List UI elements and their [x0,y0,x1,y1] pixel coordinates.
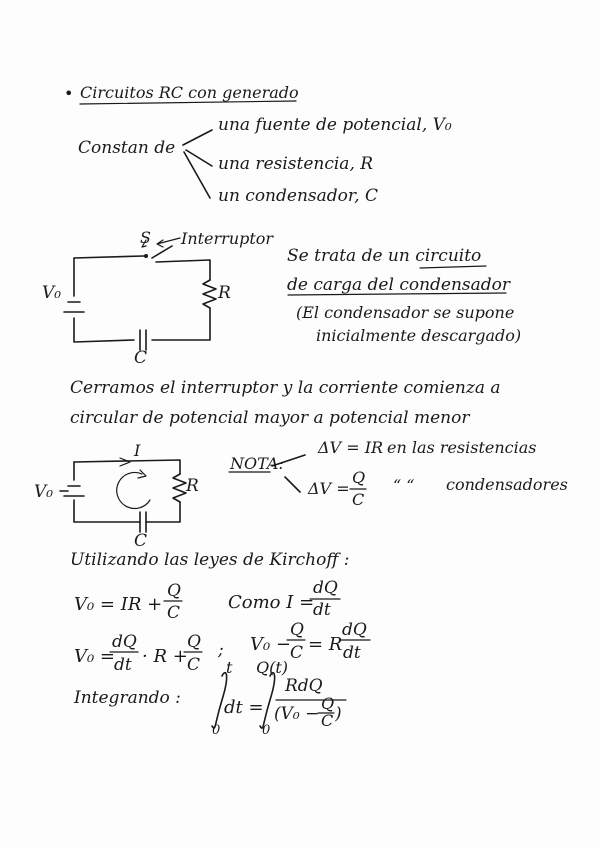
eq3-mid: · R + [142,646,188,667]
switch-arrow-icon [141,239,147,248]
eq4-den2: dt [343,643,361,663]
circuit-2 [59,457,187,533]
current-label: I [134,441,141,460]
paragraph-line-2: circular de potencial mayor a potencial … [70,408,470,428]
intro-item-source: una fuente de potencial, V₀ [218,115,452,135]
resistor-label-1: R [218,283,231,303]
eq2-lhs: Como I = [228,592,315,613]
note-line-1-eq: ΔV = IR [318,438,384,457]
note-fraction-den: C [352,490,365,509]
circuit-1-right-wire [151,307,211,341]
interruptor-arrow-icon [156,237,181,248]
eq4-den1: C [290,643,304,663]
note-brace-bottom [284,476,301,493]
page-title: Circuitos RC con generado [80,83,299,102]
kirchoff-line: Utilizando las leyes de Kirchoff : [70,550,350,570]
eq1-num: Q [167,581,181,601]
circuit-1 [63,237,217,351]
intro-item-resistor: una resistencia, R [218,154,374,174]
note-ditto: “ “ [393,476,415,495]
brace-line-top [182,129,213,146]
integral-den-c: C [321,711,334,730]
eq4-mid: = R [308,634,343,655]
note-fraction-num: Q [352,468,366,487]
intro-item-capacitor: un condensador, C [218,186,378,206]
note-brace-top [271,454,306,467]
brace-line-middle [185,149,213,167]
capacitor-label-2: C [134,531,148,551]
integral-den-close: ) [335,704,342,724]
switch-lever [151,245,173,259]
integral-sign-1-icon [211,671,228,729]
eq1-lhs: V₀ = IR + [74,594,163,615]
description-underline-2 [287,292,507,296]
circuit-1-top-wire-left [73,255,145,259]
paragraph-line-1: Cerramos el interruptor y la corriente c… [70,378,501,398]
resistor-label-2: R [186,476,199,496]
integral-2-lower: 0 [262,723,271,738]
integral-1-upper: t [226,658,233,677]
eq4-lhs: V₀ − [250,634,292,655]
resistor-2-icon [172,473,187,503]
circuit-1-top-wire-right [155,259,211,281]
eq3-lhs: V₀ = [74,646,116,667]
note-line-2-eq: ΔV = [308,479,350,498]
eq2-num: dQ [313,578,338,598]
current-loop-arrowhead-icon [137,469,147,479]
circuit-2-top-wire [73,459,181,475]
eq3-num2: Q [187,632,201,652]
description-line-4: inicialmente descargado) [316,326,522,345]
note-label: NOTA: [230,454,284,473]
eq3-num1: dQ [112,632,137,652]
resistor-1-icon [202,279,217,309]
eq2-den: dt [313,600,331,620]
integral-den-open: (V₀ − [274,704,320,724]
eq1-den: C [167,603,181,623]
source-label-2: V₀ [34,482,54,502]
source-label-1: V₀ [42,283,62,303]
circuit-1-bottom-wire [73,317,135,343]
eq4-num2: dQ [342,620,367,640]
note-line-1-text: en las resistencias [387,438,537,457]
note-line-2-text: condensadores [446,475,568,494]
switch-note: Interruptor [181,229,274,248]
current-arrow-icon [119,457,131,467]
eq3-separator: ; [218,640,224,660]
capacitor-label-1: C [134,348,148,368]
integral-1-body: dt = [224,697,264,718]
integral-label: Integrando : [74,688,181,708]
integral-num: RdQ [285,676,323,696]
description-underline-1 [419,265,487,269]
eq4-num1: Q [290,620,304,640]
description-line-1: Se trata de un circuito [287,246,482,266]
eq3-den2: C [187,655,201,675]
integral-1-lower: 0 [212,723,221,738]
switch-label: S [140,228,151,247]
eq3-den1: dt [114,655,132,675]
description-line-2: de carga del condensador [287,275,511,295]
title-underline [79,100,297,105]
description-line-3: (El condensador se supone [296,303,515,322]
circuit-2-right-wire [145,501,181,523]
intro-lead: Constan de [78,138,176,158]
switch-contact-icon [144,254,148,258]
integral-2-upper: Q(t) [256,658,289,677]
integral-sign-2-icon [259,671,276,729]
bullet-icon: • [64,84,74,103]
brace-line-bottom [183,151,211,199]
circuit-2-bottom-wire [73,499,141,523]
current-loop-icon [116,471,151,510]
